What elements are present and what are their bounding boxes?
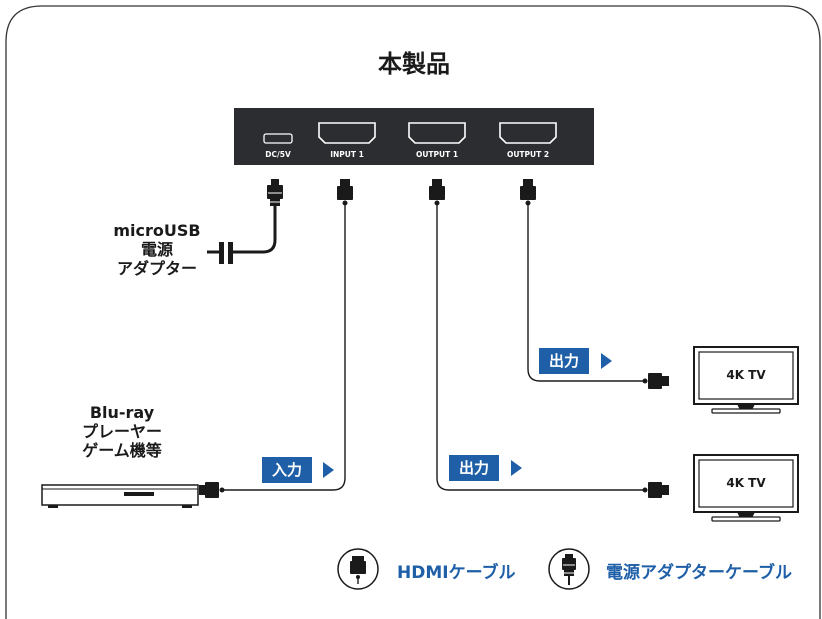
source-device-line: Blu-ray bbox=[89, 403, 155, 422]
port-label-output-2: OUTPUT 2 bbox=[506, 150, 550, 159]
tv-upper-graphic bbox=[693, 346, 799, 414]
legend-power-cable: 電源アダプターケーブル bbox=[606, 563, 792, 583]
output-1-arrow-icon bbox=[511, 460, 522, 476]
diagram-frame bbox=[5, 5, 821, 619]
power-adapter-label: microUSB 電源 アダプター bbox=[96, 221, 218, 279]
power-adapter-line: 電源 bbox=[140, 240, 173, 260]
hdmi-port-output-1 bbox=[408, 122, 466, 144]
output-1-tag: 出力 bbox=[449, 455, 500, 481]
output-2-tag: 出力 bbox=[539, 348, 590, 374]
port-label-output-1: OUTPUT 1 bbox=[415, 150, 459, 159]
power-adapter-line: アダプター bbox=[116, 259, 197, 279]
device-title: 本製品 bbox=[378, 50, 450, 78]
input-tag: 入力 bbox=[262, 457, 313, 483]
legend-hdmi-cable: HDMIケーブル bbox=[397, 563, 516, 583]
port-label-dc: DC/5V bbox=[265, 150, 291, 159]
power-cable-icon bbox=[548, 548, 590, 590]
splitter-device bbox=[234, 108, 594, 165]
hdmi-port-output-2 bbox=[499, 122, 557, 144]
power-cable bbox=[207, 179, 283, 264]
hdmi-cable-input bbox=[199, 179, 353, 498]
hdmi-cable-output-1 bbox=[429, 179, 669, 498]
source-device-line: ゲーム機等 bbox=[82, 441, 162, 461]
source-device-line: プレーヤー bbox=[81, 422, 162, 442]
dc-port bbox=[263, 133, 293, 144]
hdmi-port-input-1 bbox=[318, 122, 376, 144]
power-adapter-line: microUSB bbox=[113, 221, 201, 240]
hdmi-cable-output-2 bbox=[520, 179, 669, 389]
tv-lower-graphic bbox=[693, 454, 799, 522]
input-arrow-icon bbox=[323, 462, 334, 478]
output-2-arrow-icon bbox=[601, 353, 612, 369]
bluray-player-graphic bbox=[41, 484, 199, 508]
source-device-label: Blu-ray プレーヤー ゲーム機等 bbox=[58, 403, 186, 461]
port-label-input-1: INPUT 1 bbox=[330, 150, 364, 159]
tv-upper-label: 4K TV bbox=[726, 368, 766, 382]
hdmi-cable-icon bbox=[337, 548, 379, 590]
tv-lower-label: 4K TV bbox=[726, 476, 766, 490]
